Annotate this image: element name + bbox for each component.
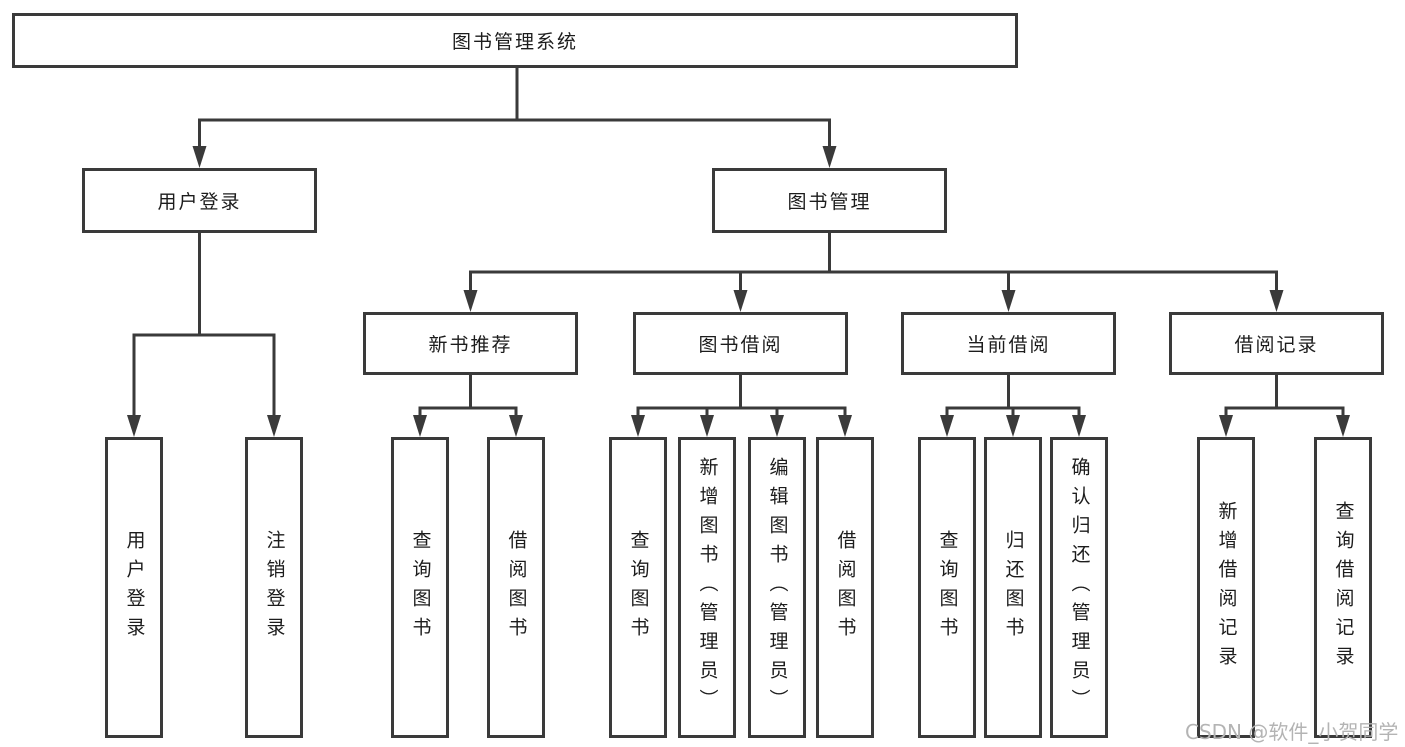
node-user-login-label: 用户登录	[157, 191, 242, 213]
connector-borrowing-records-to-leaves	[1219, 373, 1350, 437]
node-book-borrowing: 图书借阅	[633, 312, 848, 375]
connector-book-management-to-level2	[463, 231, 1284, 312]
node-library-management-system-label: 图书管理系统	[451, 31, 578, 53]
leaf-current-query-books-label: 查询图书	[936, 529, 959, 646]
connector-new-book-recommendation-to-leaves	[413, 373, 523, 437]
node-user-login: 用户登录	[82, 168, 317, 233]
leaf-borrow-borrow-books: 借阅图书	[816, 437, 874, 738]
leaf-newbook-borrow-books: 借阅图书	[487, 437, 545, 738]
leaf-current-confirm-return-admin-label: 确认归还（管理员）	[1068, 457, 1091, 718]
leaf-user-login: 用户登录	[105, 437, 163, 738]
node-library-management-system: 图书管理系统	[12, 13, 1018, 68]
leaf-newbook-query-books: 查询图书	[391, 437, 449, 738]
leaf-user-login-label: 用户登录	[123, 529, 146, 646]
leaf-records-add-borrow-record-label: 新增借阅记录	[1215, 500, 1238, 675]
leaf-borrow-query-books-label: 查询图书	[627, 529, 650, 646]
node-current-borrowing-label: 当前借阅	[966, 334, 1051, 356]
node-current-borrowing: 当前借阅	[901, 312, 1116, 375]
node-book-borrowing-label: 图书借阅	[698, 334, 783, 356]
leaf-current-return-books-label: 归还图书	[1002, 529, 1025, 646]
leaf-current-confirm-return-admin: 确认归还（管理员）	[1050, 437, 1108, 738]
connector-current-borrowing-to-leaves	[940, 373, 1086, 437]
connector-user-login-to-leaves	[127, 231, 281, 437]
node-book-management-label: 图书管理	[787, 191, 872, 213]
leaf-newbook-borrow-books-label: 借阅图书	[505, 529, 528, 646]
connector-book-borrowing-to-leaves	[631, 373, 852, 437]
node-borrowing-records-label: 借阅记录	[1234, 334, 1319, 356]
leaf-borrow-borrow-books-label: 借阅图书	[834, 529, 857, 646]
leaf-borrow-add-books-admin-label: 新增图书（管理员）	[696, 457, 719, 718]
leaf-records-add-borrow-record: 新增借阅记录	[1197, 437, 1255, 738]
connector-root-to-level1	[192, 66, 837, 168]
leaf-logout: 注销登录	[245, 437, 303, 738]
leaf-borrow-add-books-admin: 新增图书（管理员）	[678, 437, 736, 738]
leaf-borrow-query-books: 查询图书	[609, 437, 667, 738]
node-new-book-recommendation: 新书推荐	[363, 312, 578, 375]
leaf-borrow-edit-books-admin: 编辑图书（管理员）	[748, 437, 806, 738]
leaf-current-return-books: 归还图书	[984, 437, 1042, 738]
leaf-borrow-edit-books-admin-label: 编辑图书（管理员）	[766, 457, 789, 718]
leaf-records-query-borrow-record-label: 查询借阅记录	[1332, 500, 1355, 675]
leaf-logout-label: 注销登录	[263, 529, 286, 646]
leaf-current-query-books: 查询图书	[918, 437, 976, 738]
node-book-management: 图书管理	[712, 168, 947, 233]
leaf-newbook-query-books-label: 查询图书	[409, 529, 432, 646]
node-new-book-recommendation-label: 新书推荐	[428, 334, 513, 356]
leaf-records-query-borrow-record: 查询借阅记录	[1314, 437, 1372, 738]
node-borrowing-records: 借阅记录	[1169, 312, 1384, 375]
csdn-watermark: CSDN @软件_小贺同学	[1185, 720, 1399, 744]
